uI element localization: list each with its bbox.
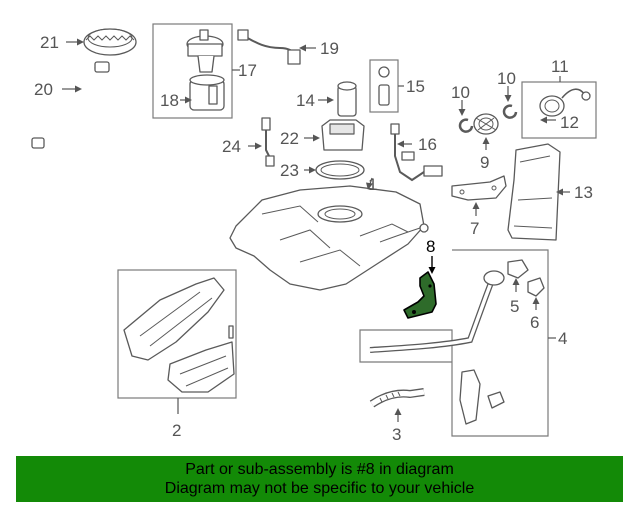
callout-20: 20 — [34, 80, 53, 99]
part-21-lock-ring[interactable] — [83, 28, 137, 56]
callout-9: 9 — [480, 153, 489, 172]
part-12-filler-cap[interactable] — [539, 88, 591, 117]
part-15-regulator[interactable] — [378, 66, 390, 106]
part-6-clip[interactable] — [527, 277, 545, 297]
box-2 — [117, 269, 237, 399]
part-3-breather-hose[interactable] — [369, 388, 425, 408]
callout-19: 19 — [320, 39, 339, 58]
callout-8: 8 — [426, 237, 435, 256]
banner-line-2: Diagram may not be specific to your vehi… — [164, 480, 475, 497]
box-17 — [152, 23, 233, 119]
callout-5: 5 — [510, 297, 519, 316]
part-9-filler-cap[interactable] — [473, 113, 499, 135]
part-16-fuel-sender[interactable] — [390, 123, 443, 182]
part-19-wire-harness[interactable] — [237, 29, 301, 65]
part-18-fuel-filter[interactable] — [189, 74, 225, 111]
callout-7: 7 — [470, 219, 479, 238]
callout-15: 15 — [406, 77, 425, 96]
part-24-sensor[interactable] — [261, 117, 275, 167]
part-14-fuel-gauge[interactable] — [337, 81, 357, 117]
parts-diagram: 21 20 17 18 19 14 — [31, 23, 597, 444]
part-17-fuel-pump-module[interactable] — [186, 29, 224, 73]
callout-13: 13 — [574, 183, 593, 202]
callout-14: 14 — [296, 91, 315, 110]
callout-10-right: 10 — [497, 69, 516, 88]
callout-10-left: 10 — [451, 83, 470, 102]
part-5-clamp[interactable] — [507, 259, 529, 279]
part-1-fuel-tank[interactable] — [229, 185, 429, 291]
callout-4: 4 — [558, 329, 567, 348]
callout-24: 24 — [222, 137, 241, 156]
callout-22: 22 — [280, 129, 299, 148]
callout-21: 21 — [40, 33, 59, 52]
callout-23: 23 — [280, 161, 299, 180]
part-7-bracket[interactable] — [451, 175, 507, 201]
part-8-filler-pipe-bracket[interactable] — [403, 271, 437, 319]
banner-line-1: Part or sub-assembly is #8 in diagram — [185, 461, 454, 478]
callout-18: 18 — [160, 91, 179, 110]
callout-2: 2 — [172, 421, 181, 440]
callout-12: 12 — [560, 113, 579, 132]
info-banner: Part or sub-assembly is #8 in diagram Di… — [16, 456, 623, 502]
part-2-heat-shield[interactable] — [123, 277, 235, 393]
callout-1: 1 — [368, 175, 377, 194]
part-10-clip-right[interactable] — [502, 104, 518, 119]
callout-11: 11 — [551, 57, 569, 76]
part-10-clip-left[interactable] — [458, 118, 474, 133]
box-4 — [359, 249, 549, 437]
box-11 — [521, 81, 597, 139]
callout-17: 17 — [238, 61, 257, 80]
part-13-filler-shield[interactable] — [507, 143, 561, 241]
callout-3: 3 — [392, 425, 401, 444]
part-23-gasket[interactable] — [315, 160, 365, 180]
part-20-hose[interactable] — [31, 61, 121, 149]
callout-16: 16 — [418, 135, 437, 154]
part-4-filler-pipe[interactable] — [369, 270, 505, 425]
callout-6: 6 — [530, 313, 539, 332]
part-22-pump-cover[interactable] — [321, 119, 365, 151]
